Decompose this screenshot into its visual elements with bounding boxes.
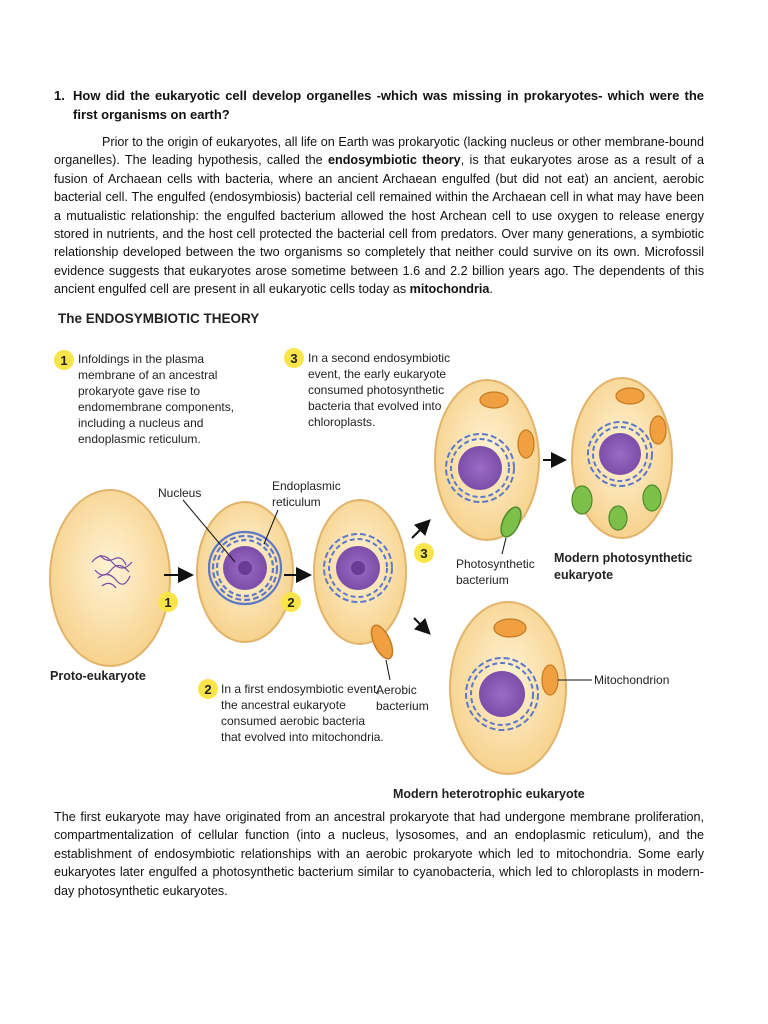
step3-line3: consumed photosynthetic (308, 383, 444, 397)
arrow2-number: 2 (287, 595, 294, 610)
nucleus-pointer (182, 499, 236, 563)
step1-badge (54, 350, 74, 370)
photosynthetic-bacterium-icon (500, 506, 522, 538)
nucleus-icon-5 (479, 671, 525, 717)
step1-line4: endomembrane components, (78, 400, 234, 414)
arrow-up-branch (411, 519, 431, 539)
proto-eukaryote-label: Proto-eukaryote (50, 669, 146, 683)
nucleus-icon-4 (599, 433, 641, 475)
question-number: 1. (54, 88, 65, 103)
mito-icon-6 (541, 664, 559, 696)
step3-line4: bacteria that evolved into (308, 399, 442, 413)
aerobic-label-line1: Aerobic (376, 683, 417, 697)
early-eukaryote-cell (313, 499, 407, 645)
nucleus-label: Nucleus (158, 486, 201, 500)
er-icon (207, 530, 283, 606)
arrow-down-branch (413, 617, 431, 635)
chloroplast-icon-1 (571, 485, 593, 515)
mito-icon-1 (479, 391, 509, 409)
aerobic-label-line2: bacterium (376, 699, 429, 713)
intro-text-1: Prior to the origin of eukaryotes, all l… (54, 135, 704, 168)
step2-number: 2 (204, 682, 211, 697)
step1-line6: endoplasmic reticulum. (78, 432, 201, 446)
question-heading: 1. How did the eukaryotic cell develop o… (54, 86, 704, 124)
step3-badge (284, 348, 304, 368)
modern-hetero-label: Modern heterotrophic eukaryote (393, 787, 585, 801)
engulfing-eukaryote-cell (434, 379, 540, 541)
er-label-line2: reticulum (272, 495, 321, 509)
mitochondria-term: mitochondria (409, 282, 490, 297)
step2-line2: the ancestral eukaryote (221, 698, 346, 712)
proto-eukaryote-cell: Proto-eukaryote (49, 489, 171, 683)
step3-line1: In a second endosymbiotic (308, 351, 450, 365)
arrow3-number: 3 (420, 546, 427, 561)
mito-icon-4 (649, 415, 667, 445)
modern-heterotrophic-cell (449, 601, 567, 775)
step3-number: 3 (290, 351, 297, 366)
mito-icon-2 (517, 429, 535, 459)
endosymbiotic-figure: The ENDOSYMBIOTIC THEORY 1 Infoldings in… (40, 300, 730, 805)
step2-badge (198, 679, 218, 699)
endosymbiotic-theory-term: endosymbiotic theory (328, 153, 461, 168)
arrow1-badge (158, 592, 178, 612)
question-text: How did the eukaryotic cell develop orga… (73, 88, 704, 122)
step1-caption: 1 Infoldings in the plasma membrane of a… (54, 350, 234, 446)
modern-photo-label-line2: eukaryote (554, 568, 613, 582)
ancestral-eukaryote-cell (196, 501, 294, 643)
modern-photosynthetic-cell (571, 377, 673, 539)
step1-line5: including a nucleus and (78, 416, 203, 430)
step3-caption: 3 In a second endosymbiotic event, the e… (284, 348, 450, 429)
aerobic-bacterium-icon (370, 624, 394, 660)
step1-line3: prokaryote gave rise to (78, 384, 200, 398)
step2-caption: 2 In a first endosymbiotic event, the an… (198, 679, 384, 744)
step1-number: 1 (60, 353, 67, 368)
step1-line2: membrane of an ancestral (78, 368, 217, 382)
intro-text-2: , is that eukaryotes arose as a result o… (54, 153, 704, 297)
step2-line4: that evolved into mitochondria. (221, 730, 384, 744)
chloroplast-icon-2 (608, 505, 628, 531)
intro-text-3: . (489, 282, 493, 297)
photo-bacterium-label-line1: Photosynthetic (456, 557, 535, 571)
endosymbiotic-diagram: The ENDOSYMBIOTIC THEORY 1 Infoldings in… (49, 311, 692, 801)
arrow3-badge (414, 543, 434, 563)
intro-paragraph: Prior to the origin of eukaryotes, all l… (54, 133, 704, 299)
er-icon-2 (323, 533, 393, 603)
mito-icon-3 (615, 387, 645, 405)
step2-line3: consumed aerobic bacteria (221, 714, 365, 728)
step1-line1: Infoldings in the plasma (78, 352, 204, 366)
closing-paragraph: The first eukaryote may have originated … (54, 810, 704, 898)
er-label-line1: Endoplasmic (272, 479, 341, 493)
chloroplast-icon-3 (642, 484, 662, 512)
er-pointer (263, 509, 279, 545)
figure-title: The ENDOSYMBIOTIC THEORY (58, 311, 259, 326)
dna-icon (91, 554, 133, 589)
photo-bacterium-label-line2: bacterium (456, 573, 509, 587)
step3-line2: event, the early eukaryote (308, 367, 446, 381)
mitochondrion-label: Mitochondrion (594, 673, 669, 687)
arrow1-number: 1 (164, 595, 171, 610)
step3-line5: chloroplasts. (308, 415, 375, 429)
step2-line1: In a first endosymbiotic event, (221, 682, 380, 696)
nucleus-icon-3 (458, 446, 502, 490)
aerobic-pointer (385, 659, 391, 681)
photo-bact-pointer (501, 537, 507, 555)
modern-photo-label-line1: Modern photosynthetic (554, 551, 692, 565)
arrow2-badge (281, 592, 301, 612)
mito-icon-5 (493, 618, 527, 638)
